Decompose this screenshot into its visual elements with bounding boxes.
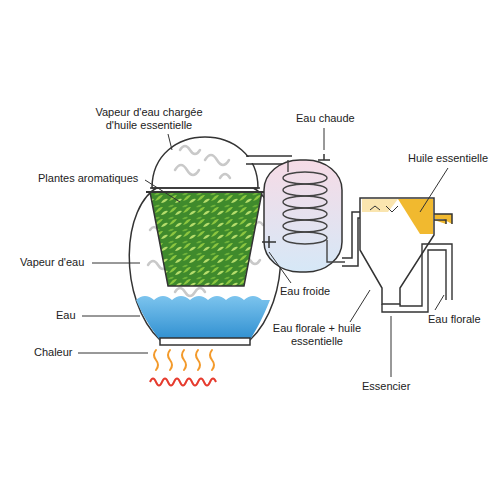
part-label: Huile essentielle xyxy=(408,152,488,165)
part-label: Eau froide xyxy=(280,285,330,298)
part-label: Eau florale + huile essentielle xyxy=(266,322,368,348)
leader-lines xyxy=(78,128,448,377)
part-label: Eau florale xyxy=(428,313,481,326)
part-label: Chaleur xyxy=(34,346,73,359)
part-label: Vapeur d'eau chargée d'huile essentielle xyxy=(88,106,210,132)
part-label: Essencier xyxy=(362,380,410,393)
part-label: Eau chaude xyxy=(296,112,355,125)
part-label: Plantes aromatiques xyxy=(38,172,138,185)
part-label: Vapeur d'eau xyxy=(20,256,84,269)
part-label: Eau xyxy=(56,309,76,322)
